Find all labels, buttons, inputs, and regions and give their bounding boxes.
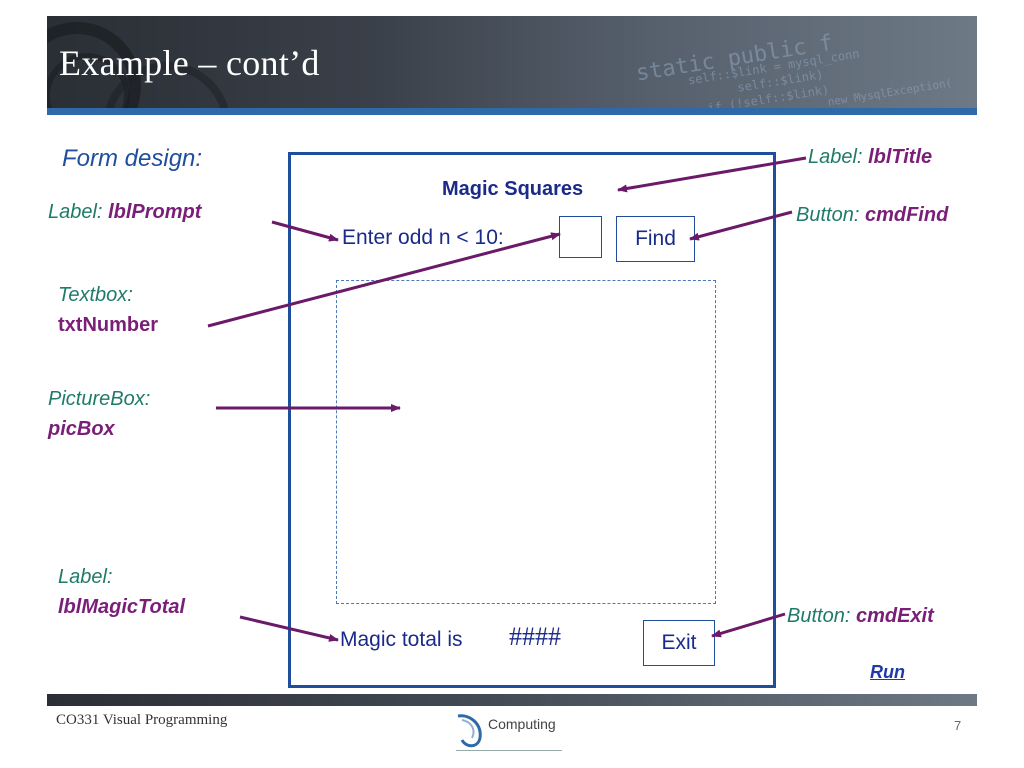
annotation-control-name: txtNumber (58, 314, 159, 336)
header-banner: static public f self::$link = mysql_conn… (47, 16, 977, 108)
arrow-txtnumber (207, 232, 561, 328)
banner-decoration (47, 22, 229, 108)
annotation-kind: Textbox: (58, 284, 133, 306)
annotation-lblprompt: Label: lblPrompt (48, 198, 201, 226)
arrow-lblprompt (271, 220, 339, 242)
exit-button[interactable]: Exit (643, 620, 715, 666)
arrow-cmdexit (711, 612, 786, 638)
footer-logo-text: Computing (488, 716, 556, 732)
arrow-cmdfind (689, 210, 793, 241)
annotation-kind: Label: (808, 146, 863, 168)
header-stripe (47, 108, 977, 115)
annotation-control-name: cmdFind (864, 204, 949, 226)
number-textbox[interactable] (559, 216, 602, 258)
magic-total-label: Magic total is (340, 628, 463, 651)
footer-logo-underline (456, 750, 562, 751)
slide-title: Example – cont’d (59, 43, 320, 83)
annotation-lbltitle: Label: lblTitle (808, 143, 932, 171)
footer-band (47, 694, 977, 706)
run-link[interactable]: Run (870, 662, 905, 682)
annotation-kind: Button: (787, 605, 851, 627)
annotation-txtnumber: Textbox: txtNumber (58, 280, 158, 340)
annotation-control-name: cmdExit (855, 605, 934, 627)
annotation-control-name: picBox (48, 418, 115, 440)
form-design-heading: Form design: (62, 145, 203, 172)
prompt-label: Enter odd n < 10: (342, 226, 504, 249)
annotation-kind: Label: (58, 566, 113, 588)
annotation-picbox: PictureBox: picBox (48, 384, 150, 444)
annotation-lblmagictotal: Label: lblMagicTotal (58, 562, 185, 622)
annotation-cmdexit: Button: cmdExit (787, 602, 934, 630)
annotation-control-name: lblMagicTotal (58, 596, 186, 618)
computing-logo-icon (457, 714, 482, 748)
annotation-kind: Label: (48, 201, 103, 223)
course-name: CO331 Visual Programming (56, 712, 228, 728)
page-number: 7 (954, 718, 962, 733)
arrow-lblmagictotal (239, 615, 339, 642)
form-title-label: Magic Squares (442, 178, 584, 200)
annotation-kind: PictureBox: (48, 388, 151, 410)
annotation-control-name: lblPrompt (108, 201, 202, 223)
annotation-control-name: lblTitle (868, 146, 933, 168)
annotation-cmdfind: Button: cmdFind (796, 201, 948, 229)
form-mockup-frame (288, 152, 776, 688)
arrow-lbltitle (617, 156, 807, 193)
picture-box (336, 280, 716, 604)
annotation-kind: Button: (796, 204, 860, 226)
magic-total-value: #### (509, 622, 561, 651)
